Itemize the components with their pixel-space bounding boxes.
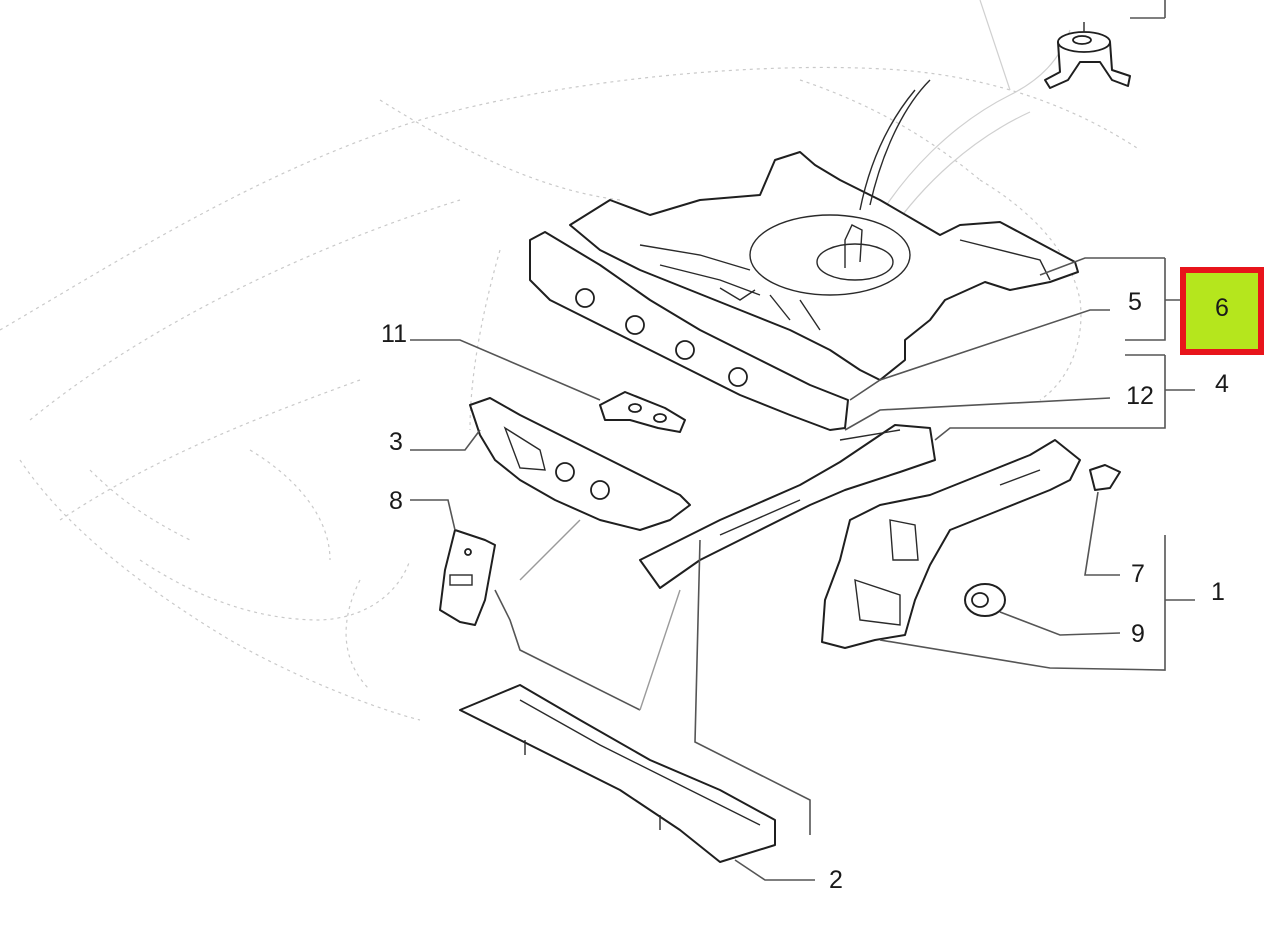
callout-11: 11 bbox=[381, 320, 407, 348]
leader-lines bbox=[410, 0, 1195, 881]
callout-4: 4 bbox=[1215, 370, 1229, 398]
highlight-box bbox=[1180, 267, 1264, 355]
part-bolt bbox=[1089, 464, 1121, 491]
callout-2: 2 bbox=[829, 866, 843, 894]
part-bushing bbox=[964, 583, 1006, 617]
part-vertical-bracket bbox=[439, 529, 496, 626]
part-top-bracket bbox=[1044, 22, 1131, 89]
callout-6: 6 bbox=[1215, 294, 1229, 322]
part-rear-crossmember bbox=[529, 231, 849, 431]
callout-9: 9 bbox=[1131, 620, 1145, 648]
part-rear-floor-pan bbox=[569, 79, 1079, 381]
callout-3: 3 bbox=[389, 428, 403, 456]
part-sill bbox=[459, 684, 776, 863]
callout-5: 5 bbox=[1128, 288, 1142, 316]
part-long-rail bbox=[639, 424, 936, 589]
ghost-car-body bbox=[0, 0, 1141, 721]
callout-7: 7 bbox=[1131, 560, 1145, 588]
part-front-rail-assembly bbox=[821, 439, 1081, 649]
callout-12: 12 bbox=[1126, 382, 1154, 410]
callout-8: 8 bbox=[389, 487, 403, 515]
part-cross-member-left bbox=[469, 397, 691, 531]
callout-1: 1 bbox=[1211, 578, 1225, 606]
part-small-bracket bbox=[599, 391, 686, 433]
